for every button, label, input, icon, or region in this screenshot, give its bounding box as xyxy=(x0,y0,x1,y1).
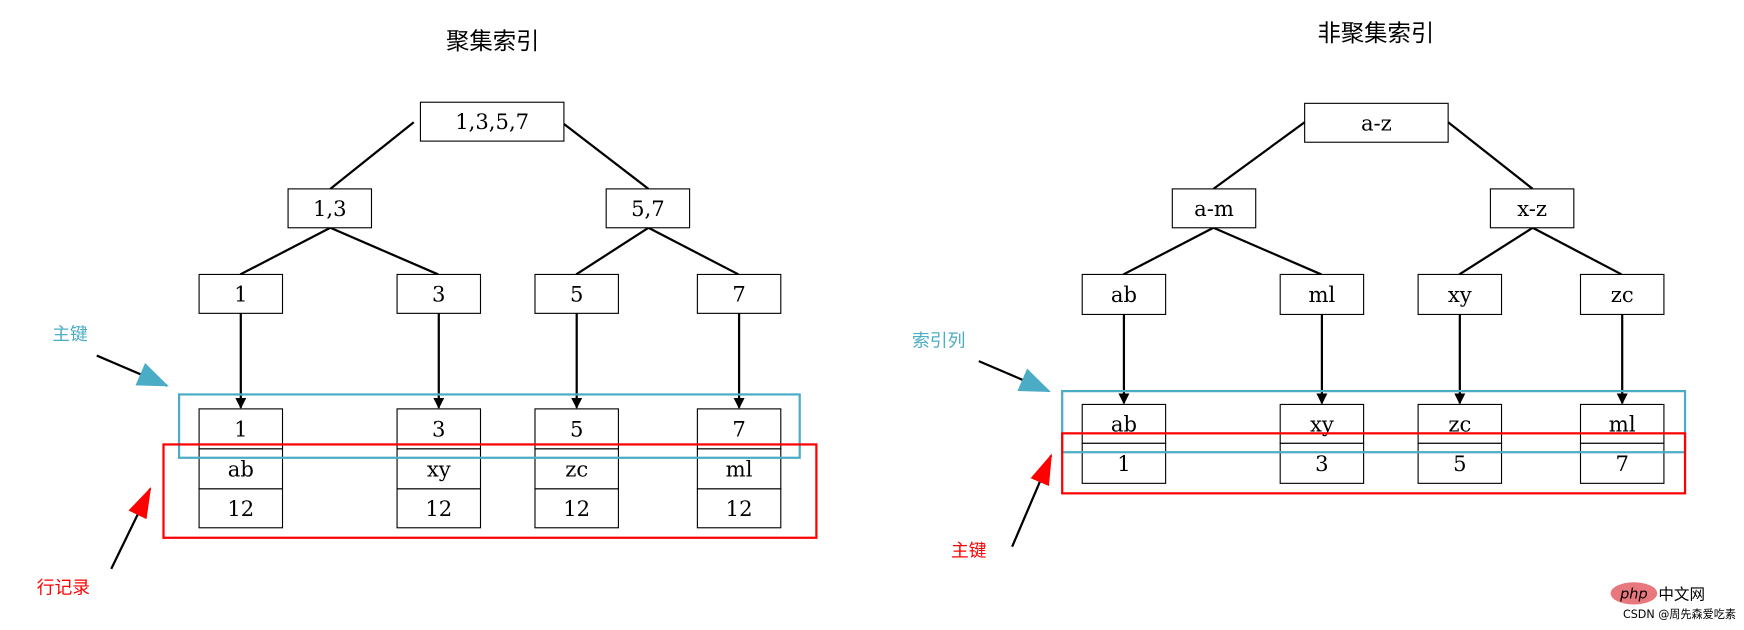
leaf-cell-box xyxy=(1579,442,1665,484)
index-node-box xyxy=(1081,273,1167,315)
index-node-text: ml xyxy=(1309,282,1336,307)
tree-edge xyxy=(561,121,650,190)
leaf-cell-text: ab xyxy=(1111,411,1137,436)
index-node-text: 5 xyxy=(570,281,583,306)
leaf-cell-box xyxy=(198,488,284,529)
author-credit: CSDN @周先森爱吃素 xyxy=(1623,607,1736,621)
root-node-text: 1,3,5,7 xyxy=(455,109,529,134)
index-node-box xyxy=(396,273,482,314)
leaf-cell-box xyxy=(696,448,782,490)
index-node-box xyxy=(1279,273,1365,315)
index-node-box xyxy=(1579,273,1665,315)
leaf-cell-box xyxy=(696,488,782,529)
internal-node-box xyxy=(605,188,691,229)
leaf-cell-text: 12 xyxy=(563,496,590,521)
index-node-box xyxy=(1417,273,1503,315)
leaf-cell-text: ml xyxy=(1609,411,1636,436)
leaf-cell-text: xy xyxy=(427,456,451,481)
primary-key-label: 主键 xyxy=(951,541,987,562)
internal-node-text: a-m xyxy=(1194,196,1234,221)
leaf-cell-text: zc xyxy=(1448,411,1471,436)
leaf-cell-box xyxy=(534,408,619,450)
clustered-title: 聚集索引 xyxy=(446,27,539,55)
leaf-cell-box xyxy=(396,408,482,450)
php-logo xyxy=(1610,582,1658,605)
leaf-cell-text: ml xyxy=(726,456,753,481)
index-node-box xyxy=(198,273,284,314)
leaf-cell-text: 3 xyxy=(1315,451,1328,476)
tree-edge xyxy=(329,226,439,276)
primary-key-highlight xyxy=(1061,432,1687,495)
tree-edge xyxy=(1532,226,1623,276)
tree-edge xyxy=(1213,226,1322,276)
index-column-label: 索引列 xyxy=(912,331,965,352)
primary-key-highlight xyxy=(177,393,801,459)
leaf-cell-box xyxy=(1279,442,1365,484)
leaf-cell-box xyxy=(696,408,782,450)
primary-key-arrow xyxy=(1011,453,1053,548)
leaf-cell-box xyxy=(534,488,619,529)
index-node-text: 7 xyxy=(732,281,745,306)
leaf-cell-text: 3 xyxy=(432,416,445,441)
leaf-cell-text: 5 xyxy=(1453,451,1466,476)
tree-edge xyxy=(239,226,331,276)
leaf-cell-text: 7 xyxy=(1615,451,1628,476)
primary-key-label: 主键 xyxy=(52,324,88,345)
leaf-cell-box xyxy=(396,448,482,490)
index-node-text: ab xyxy=(1111,282,1137,307)
tree-edge xyxy=(647,226,740,276)
index-node-text: 1 xyxy=(234,281,247,306)
leaf-cell-text: 5 xyxy=(570,416,583,441)
internal-node-box xyxy=(287,188,373,229)
leaf-cell-text: 12 xyxy=(425,496,452,521)
leaf-cell-box xyxy=(1417,442,1503,484)
leaf-cell-text: 7 xyxy=(732,416,745,441)
php-logo-text: php xyxy=(1619,586,1647,602)
root-node-box xyxy=(1304,102,1449,143)
leaf-cell-box xyxy=(198,448,284,490)
internal-node-box xyxy=(1171,188,1257,229)
index-column-highlight xyxy=(1061,390,1687,454)
internal-node-text: 5,7 xyxy=(631,196,665,221)
nonclustered-title: 非聚集索引 xyxy=(1317,19,1434,47)
leaf-cell-box xyxy=(198,408,284,450)
tree-edge xyxy=(1447,121,1534,190)
root-node-text: a-z xyxy=(1361,110,1392,135)
tree-edge xyxy=(1458,226,1534,276)
leaf-cell-text: 12 xyxy=(227,496,254,521)
internal-node-text: x-z xyxy=(1517,196,1547,221)
index-column-arrow xyxy=(978,360,1051,393)
index-node-text: zc xyxy=(1611,282,1634,307)
leaf-cell-box xyxy=(396,488,482,529)
leaf-cell-text: ab xyxy=(228,456,254,481)
row-record-arrow xyxy=(110,486,152,570)
leaf-cell-text: 12 xyxy=(726,496,753,521)
tree-edge xyxy=(329,121,415,190)
leaf-cell-box xyxy=(1081,403,1167,444)
site-name: 中文网 xyxy=(1658,585,1705,603)
root-node-box xyxy=(419,101,565,142)
internal-node-text: 1,3 xyxy=(313,196,347,221)
index-node-text: xy xyxy=(1448,282,1472,307)
leaf-cell-box xyxy=(534,448,619,490)
row-record-highlight xyxy=(162,443,818,539)
tree-edge xyxy=(1122,226,1214,276)
leaf-cell-text: 1 xyxy=(234,416,247,441)
leaf-cell-box xyxy=(1081,442,1167,484)
row-record-label: 行记录 xyxy=(37,577,90,598)
index-node-text: 3 xyxy=(432,281,445,306)
index-node-box xyxy=(696,273,782,314)
internal-node-box xyxy=(1489,188,1575,229)
leaf-cell-text: xy xyxy=(1310,411,1334,436)
index-node-box xyxy=(534,273,619,314)
tree-edge xyxy=(1212,121,1306,190)
leaf-cell-box xyxy=(1279,403,1365,444)
leaf-cell-text: 1 xyxy=(1117,451,1130,476)
leaf-cell-text: zc xyxy=(565,456,588,481)
tree-edge xyxy=(575,226,650,276)
primary-key-arrow xyxy=(96,354,169,387)
